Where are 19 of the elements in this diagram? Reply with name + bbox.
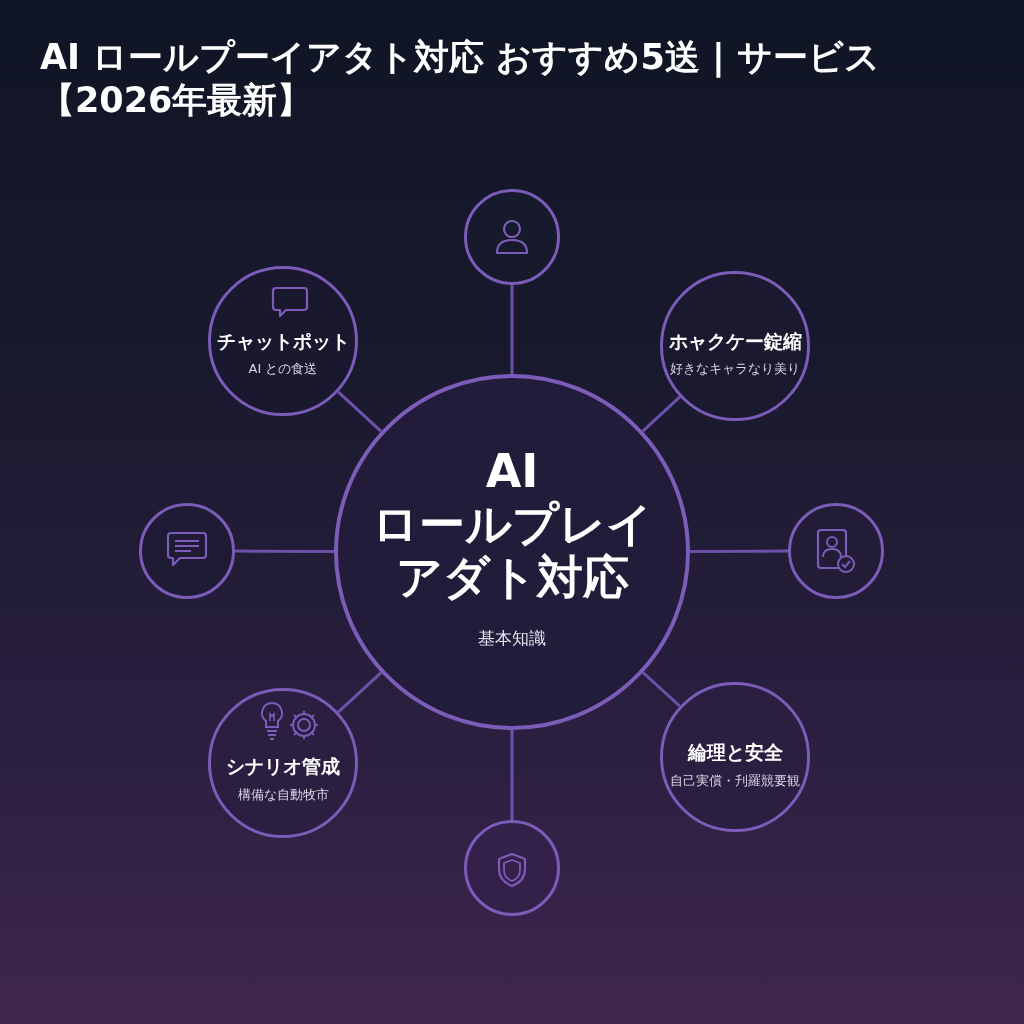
hub-title: AI ロールプレイアダト対応 [370,444,654,604]
connector-line [510,285,514,374]
connector-line [642,671,681,708]
topic-title: ホャクケー錠縮 [668,329,802,353]
topic-subtitle: 自己実償・刋羅競要観 [670,772,800,790]
connector-line [337,671,383,714]
topic-subtitle: 好きなキャラなり美り [670,360,800,378]
connector-line [235,549,334,553]
topic-subtitle: AI との食送 [248,360,318,378]
connector-line [337,390,383,433]
page-title: AI ロールプーイアタト対応 おすすめ5送 | サービス【2026年最新】 [40,36,881,122]
topic-title: シナリオ管成 [226,754,340,778]
connector-line [641,395,681,433]
connector-line [690,549,788,553]
topic-title: 綸理と安全 [687,740,783,764]
topic-title: チャットポット [216,329,350,353]
hub-subtitle: 基本知識 [478,627,546,649]
topic-subtitle: 構備な自動牧市 [237,786,329,804]
connector-line [510,730,514,820]
